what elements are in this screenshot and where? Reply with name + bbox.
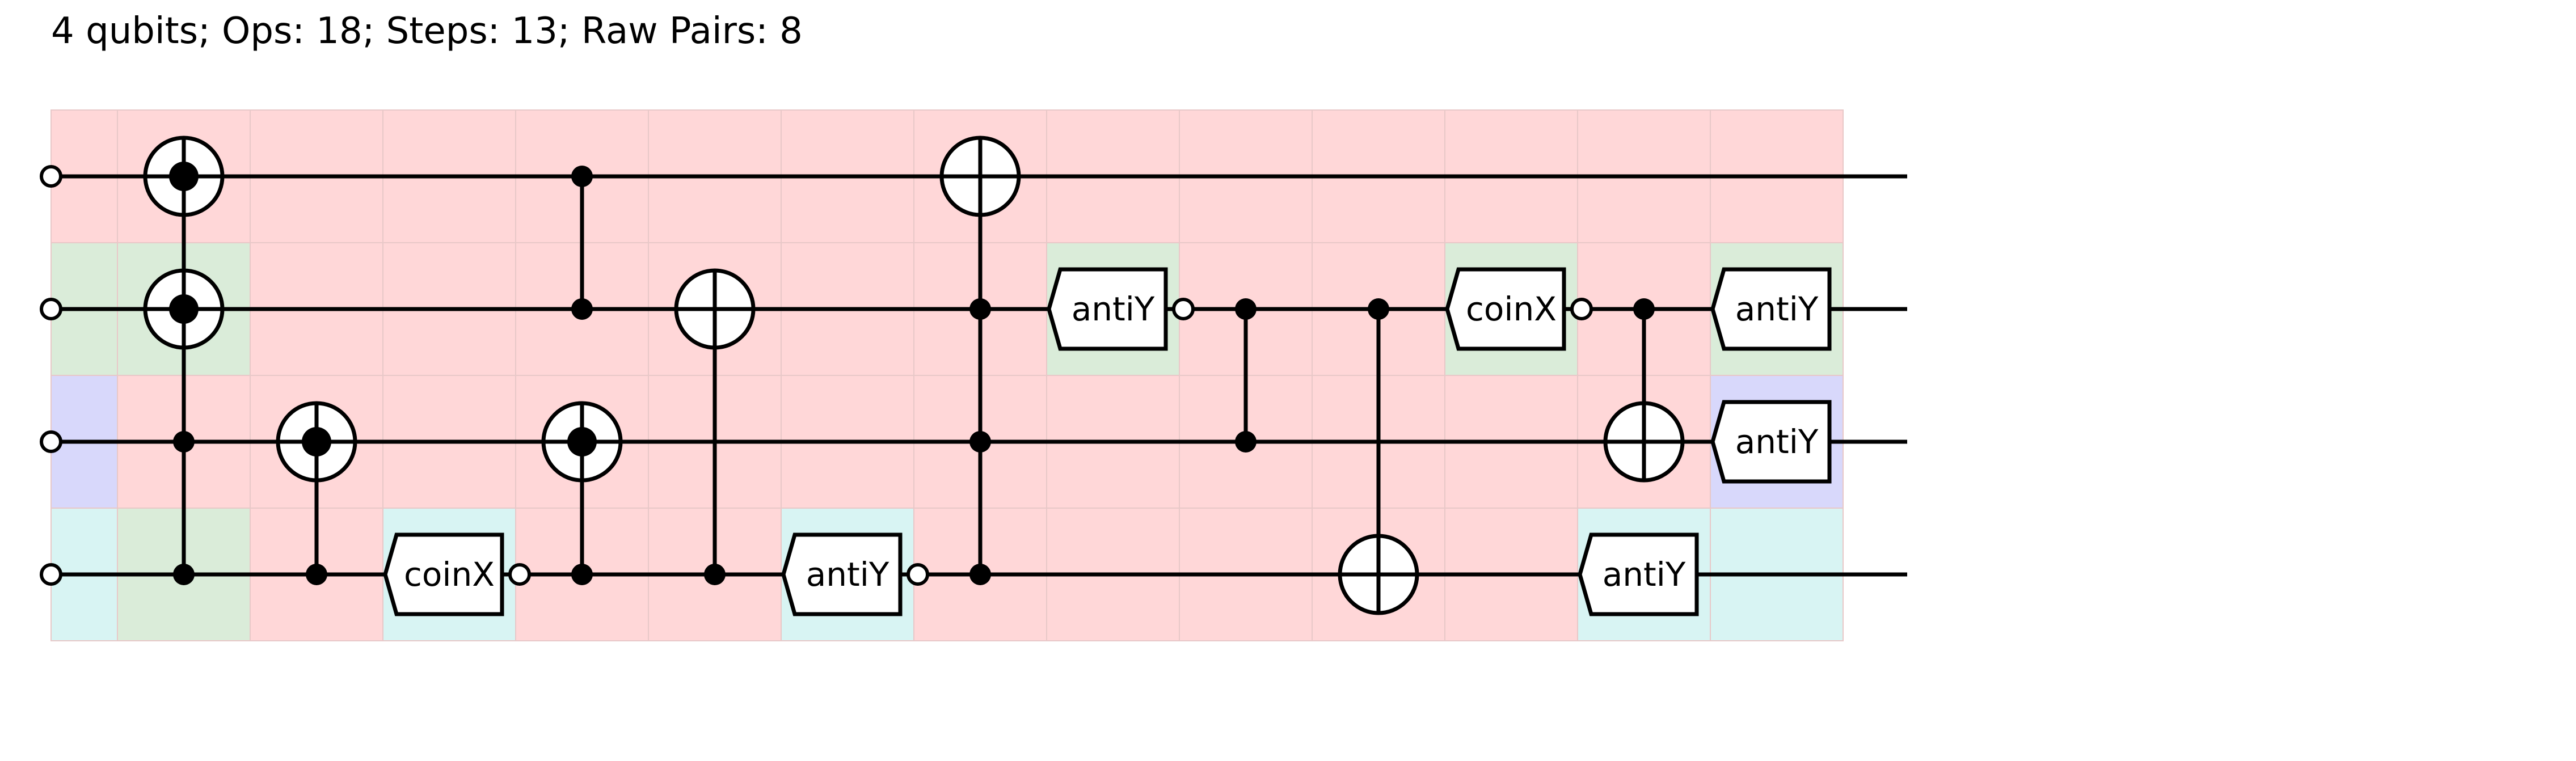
cnot-target (939, 136, 1021, 217)
control-dot (969, 564, 991, 585)
gate-label: antiY (1072, 290, 1155, 328)
initial-state-circle (40, 563, 62, 586)
single-gate: antiY (1710, 400, 1832, 484)
gate-box (1710, 267, 1832, 351)
control-dot (173, 564, 195, 585)
gate-box (1710, 400, 1832, 484)
circuit-summary: 4 qubits; Ops: 18; Steps: 13; Raw Pairs:… (51, 10, 803, 52)
single-gate: coinX (383, 532, 504, 616)
gate-open-circle (1570, 298, 1593, 320)
operations: coinX antiY antiY coinX antiY antiY antiY (40, 136, 1832, 616)
target-with-dot (143, 268, 225, 350)
gate-open-circle (508, 563, 531, 586)
control-dot (571, 298, 593, 320)
single-gate: antiY (781, 532, 903, 616)
gate-box (781, 532, 903, 616)
target-dot (169, 162, 199, 191)
gate-box (1047, 267, 1168, 351)
control-dot (969, 298, 991, 320)
gate-label: coinX (404, 555, 495, 594)
single-gate: antiY (1710, 267, 1832, 351)
control-dot (571, 166, 593, 187)
gate-label: antiY (1735, 290, 1819, 328)
control-dot (1368, 298, 1389, 320)
single-gate: antiY (1047, 267, 1168, 351)
control-dot (1235, 298, 1257, 320)
target-dot (169, 294, 199, 324)
gate-label: coinX (1466, 290, 1557, 328)
gate-label: antiY (1735, 422, 1819, 461)
control-dot (173, 431, 195, 453)
gate-box (1445, 267, 1566, 351)
target-with-dot (143, 136, 225, 217)
cnot-target (674, 268, 756, 350)
control-dot (571, 564, 593, 585)
single-gate: antiY (1578, 532, 1699, 616)
target-dot (302, 427, 331, 456)
gate-open-circle (1172, 298, 1195, 320)
single-gate: coinX (1445, 267, 1566, 351)
cnot-target (1603, 401, 1685, 483)
control-dot (306, 564, 327, 585)
cnot-target (1338, 534, 1419, 615)
gate-box (383, 532, 504, 616)
control-dot (1235, 431, 1257, 453)
target-with-dot (541, 401, 623, 483)
initial-state-circle (40, 430, 62, 453)
gate-label: antiY (1603, 555, 1686, 594)
target-with-dot (276, 401, 357, 483)
gate-box (1578, 532, 1699, 616)
control-dot (969, 431, 991, 453)
gate-label: antiY (806, 555, 889, 594)
initial-state-circle (40, 298, 62, 320)
initial-state-circle (40, 165, 62, 188)
control-dot (1633, 298, 1655, 320)
control-dot (704, 564, 726, 585)
gate-open-circle (907, 563, 929, 586)
target-dot (567, 427, 597, 456)
